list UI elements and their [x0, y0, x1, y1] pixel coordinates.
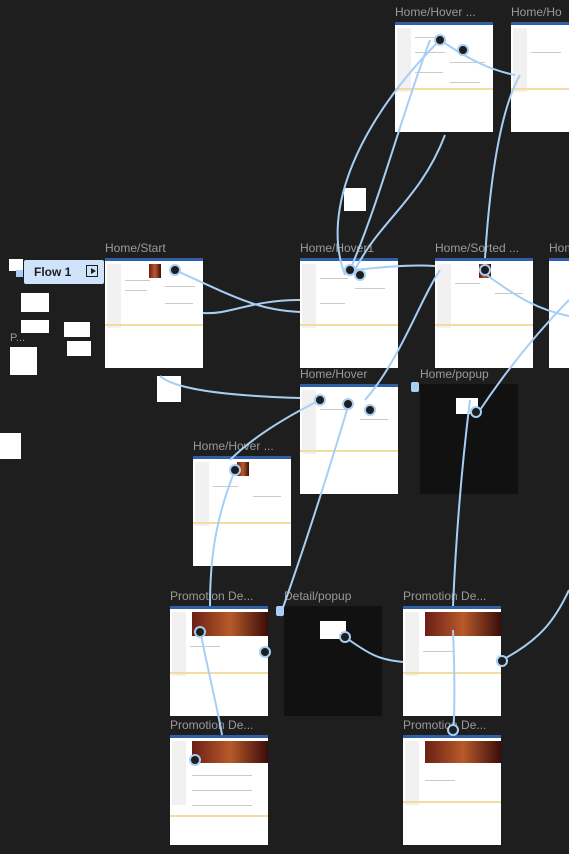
frame-home-hover1[interactable] [300, 258, 398, 368]
frame-label-detail-popup[interactable]: Detail/popup [284, 589, 352, 603]
frame-label-home-hover-c[interactable]: Home/Hover ... [193, 439, 274, 453]
popup-card [320, 621, 346, 639]
thumbnail[interactable] [10, 347, 37, 375]
frame-home-hover-c[interactable] [193, 456, 291, 566]
thumbnail[interactable] [64, 322, 90, 337]
frame-label-home-hover1[interactable]: Home/Hover1 [300, 241, 375, 255]
frame-label-home-sorted[interactable]: Home/Sorted ... [435, 241, 520, 255]
frame-promo-de-3[interactable] [170, 735, 268, 845]
thumbnail[interactable] [0, 433, 21, 459]
flow-start-badge[interactable]: Flow 1 [24, 260, 104, 284]
connection-line [354, 264, 436, 271]
frame-label-promo-de-3[interactable]: Promotion De... [170, 718, 254, 732]
connection-line [344, 636, 404, 663]
thumbnail[interactable] [157, 376, 181, 402]
frame-detail-popup[interactable] [284, 606, 382, 716]
thumbnail[interactable] [67, 341, 91, 356]
thumbnail[interactable] [21, 293, 49, 312]
frame-label-home-start[interactable]: Home/Start [105, 241, 166, 255]
connection-line [452, 629, 456, 736]
connection-line [202, 299, 301, 315]
connection-line [452, 399, 471, 607]
frame-label-home-cut[interactable]: Hom [549, 241, 569, 255]
flow-label: Flow 1 [34, 265, 72, 279]
thumbnail[interactable] [21, 320, 49, 333]
connection-line [336, 39, 441, 276]
connection-line [364, 269, 441, 401]
frame-label-home-popup[interactable]: Home/popup [420, 367, 489, 381]
play-icon[interactable] [86, 265, 98, 277]
connection-line [199, 629, 223, 736]
connection-line [229, 399, 321, 461]
frame-promo-de-2[interactable] [403, 606, 501, 716]
frame-label-promo-de-4[interactable]: Promotion De... [403, 718, 487, 732]
frame-label-promo-de-2[interactable]: Promotion De... [403, 589, 487, 603]
frame-label-home-hover[interactable]: Home/Hover [300, 367, 368, 381]
frame-label-home-hover-a[interactable]: Home/Hover ... [395, 5, 476, 19]
frame-label-small-p[interactable]: P... [10, 332, 26, 344]
thumbnail[interactable] [9, 259, 23, 271]
connection-line [174, 269, 301, 313]
frame-promo-de-4[interactable] [403, 735, 501, 845]
connection-line [484, 74, 521, 259]
frame-label-home-hover-b[interactable]: Home/Ho [511, 5, 562, 19]
frame-home-hover-b[interactable] [511, 22, 569, 132]
frame-home-sorted[interactable] [435, 258, 533, 368]
connection-line [479, 299, 569, 411]
connection-line [279, 399, 351, 617]
thumbnail[interactable] [344, 188, 366, 211]
connection-line [354, 134, 446, 271]
connection-line [349, 39, 431, 271]
connection-line [479, 269, 569, 317]
connection-line [501, 589, 569, 661]
connection-line [439, 39, 516, 76]
connection-line [159, 375, 301, 399]
frame-promo-de-1[interactable] [170, 606, 268, 716]
connection-line [209, 469, 236, 607]
frame-label-promo-de-1[interactable]: Promotion De... [170, 589, 254, 603]
